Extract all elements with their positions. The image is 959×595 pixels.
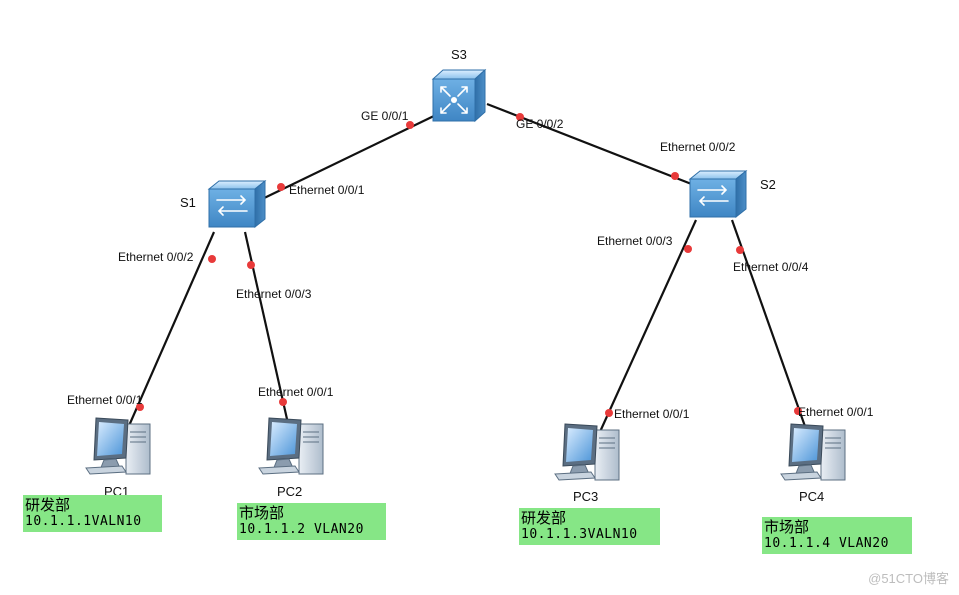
pc4-address: 10.1.1.4 VLAN20 xyxy=(764,536,889,551)
pc3-label: PC3 xyxy=(573,489,599,504)
pc4-label: PC4 xyxy=(799,489,825,504)
port-dot-s3-s2 xyxy=(516,113,524,121)
port-dot-pc4 xyxy=(794,407,802,415)
watermark: @51CTO博客 xyxy=(868,571,949,586)
port-label-s3-s1: GE 0/0/1 xyxy=(361,109,409,123)
port-dot-s2-uplink xyxy=(671,172,679,180)
port-dot-s1-pc2 xyxy=(247,261,255,269)
port-label-s2-pc4: Ethernet 0/0/4 xyxy=(733,260,809,274)
port-dot-pc3 xyxy=(605,409,613,417)
port-label-s1-pc2: Ethernet 0/0/3 xyxy=(236,287,312,301)
pc1-address: 10.1.1.1VALN10 xyxy=(25,514,142,529)
pc3-desktop-pc-icon[interactable] xyxy=(554,423,620,481)
pc3-address: 10.1.1.3VALN10 xyxy=(521,527,638,542)
pc2-department: 市场部 xyxy=(239,504,285,522)
pc2-info-note: 市场部 10.1.1.2 VLAN20 xyxy=(237,503,386,540)
pc1-info-note: 研发部 10.1.1.1VALN10 xyxy=(23,495,162,532)
pc3-info-note: 研发部 10.1.1.3VALN10 xyxy=(519,508,660,545)
pc3-department: 研发部 xyxy=(521,509,567,527)
port-dot-s1-pc1 xyxy=(208,255,216,263)
port-label-s3-s2: GE 0/0/2 xyxy=(516,117,564,131)
port-label-s2-uplink: Ethernet 0/0/2 xyxy=(660,140,736,154)
pc2-address: 10.1.1.2 VLAN20 xyxy=(239,522,364,537)
pc4-desktop-pc-icon[interactable] xyxy=(780,423,846,481)
port-dot-pc1 xyxy=(136,403,144,411)
port-label-s1-pc1: Ethernet 0/0/2 xyxy=(118,250,194,264)
s2-label: S2 xyxy=(760,177,776,192)
link-s3-s1 xyxy=(257,113,439,202)
pc1-department: 研发部 xyxy=(25,496,71,514)
pc2-label: PC2 xyxy=(277,484,303,499)
port-label-pc4: Ethernet 0/0/1 xyxy=(798,405,874,419)
port-dot-pc2 xyxy=(279,398,287,406)
port-label-pc3: Ethernet 0/0/1 xyxy=(614,407,690,421)
port-dot-s1-uplink xyxy=(277,183,285,191)
port-label-pc2: Ethernet 0/0/1 xyxy=(258,385,334,399)
s1-switch-icon[interactable] xyxy=(208,180,266,228)
link-s1-pc1 xyxy=(126,231,216,429)
s2-switch-icon[interactable] xyxy=(689,170,747,218)
s1-label: S1 xyxy=(180,195,196,210)
link-s2-pc4 xyxy=(730,219,809,433)
pc4-department: 市场部 xyxy=(764,518,810,536)
port-label-pc1: Ethernet 0/0/1 xyxy=(67,393,143,407)
port-label-s1-uplink: Ethernet 0/0/1 xyxy=(289,183,365,197)
port-dot-s3-s1 xyxy=(406,121,414,129)
port-dot-s2-pc4 xyxy=(736,246,744,254)
s3-label: S3 xyxy=(451,47,467,62)
pc1-desktop-pc-icon[interactable] xyxy=(85,417,151,475)
port-label-s2-pc3: Ethernet 0/0/3 xyxy=(597,234,673,248)
link-s2-pc3 xyxy=(597,219,698,435)
s3-layer3-switch-icon[interactable] xyxy=(432,69,486,122)
pc4-info-note: 市场部 10.1.1.4 VLAN20 xyxy=(762,517,912,554)
port-dot-s2-pc3 xyxy=(684,245,692,253)
pc2-desktop-pc-icon[interactable] xyxy=(258,417,324,475)
